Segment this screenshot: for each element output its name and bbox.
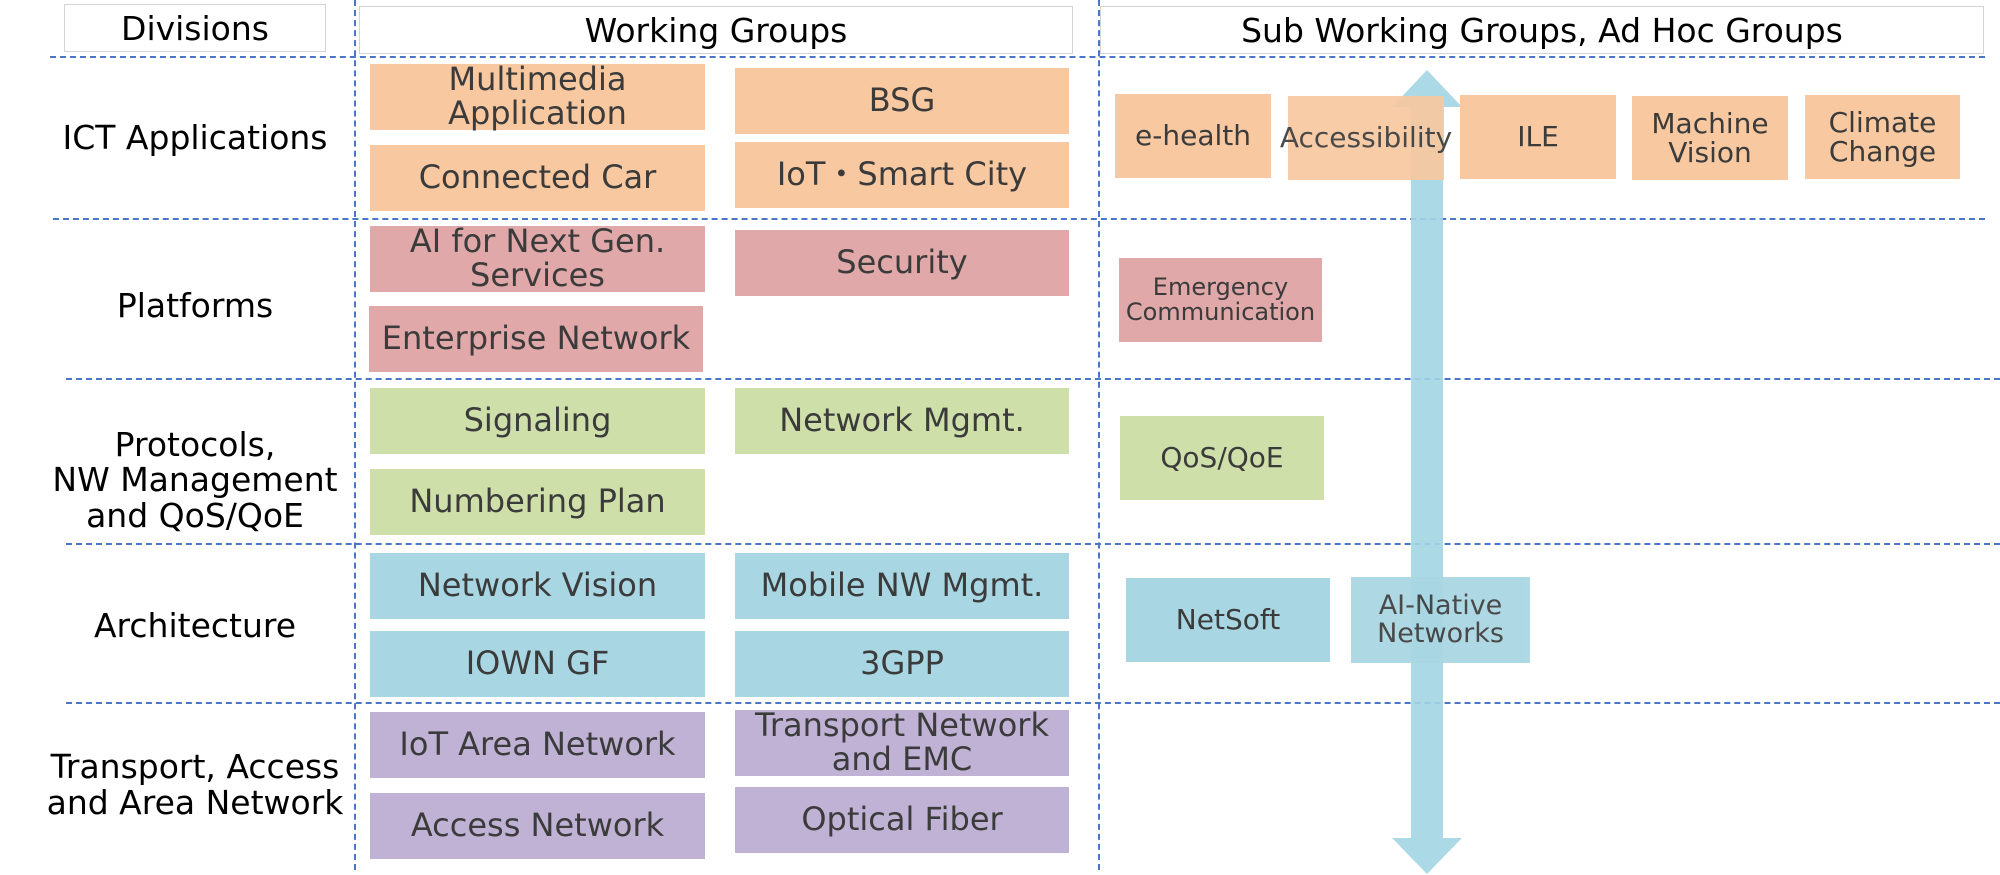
divider-divisions-wg [354, 0, 356, 870]
wg-box: Access Network [370, 793, 705, 859]
wg-box: Optical Fiber [735, 787, 1069, 853]
wg-box: IoT・Smart City [735, 142, 1069, 208]
wg-box: Mobile NW Mgmt. [735, 553, 1069, 619]
wg-box: Enterprise Network [369, 306, 703, 372]
divider-architecture-transport [66, 702, 2000, 704]
divider-protocols-architecture [66, 543, 2000, 545]
divisions-header: Divisions [64, 4, 326, 52]
wg-box: Network Vision [370, 553, 705, 619]
wg-box: Multimedia Application [370, 63, 705, 130]
wg-box: AI for Next Gen. Services [370, 225, 705, 292]
divider-ict-platforms [53, 218, 1985, 220]
subgroup-box: Climate Change [1805, 95, 1960, 179]
division-label-transport: Transport, Access and Area Network [46, 747, 344, 822]
wg-box: 3GPP [735, 631, 1069, 697]
wg-box: Network Mgmt. [735, 388, 1069, 454]
subgroup-box: NetSoft [1126, 578, 1330, 662]
divider-platforms-protocols [66, 378, 2000, 380]
wg-box: IOWN GF [370, 631, 705, 697]
wg-box: IoT Area Network [370, 712, 705, 778]
sub-groups-header: Sub Working Groups, Ad Hoc Groups [1100, 6, 1984, 54]
divider-wg-subgroups [1098, 0, 1100, 870]
subgroup-box: Emergency Communication [1119, 258, 1322, 342]
divider-header [50, 56, 1985, 58]
subgroup-box: ILE [1460, 95, 1616, 179]
wg-box: Security [735, 230, 1069, 296]
wg-box: Transport Network and EMC [735, 709, 1069, 776]
double-arrow-shape [1392, 70, 1462, 874]
subgroup-box: Accessibility [1280, 96, 1452, 180]
division-label-protocols: Protocols, NW Management and QoS/QoE [52, 424, 338, 535]
wg-box: Connected Car [370, 145, 705, 211]
division-label-ict: ICT Applications [62, 118, 328, 158]
division-label-architecture: Architecture [93, 606, 297, 646]
subgroup-box: AI-Native Networks [1351, 577, 1530, 663]
wg-box: Numbering Plan [370, 469, 705, 535]
division-label-platforms: Platforms [116, 286, 274, 326]
working-groups-header: Working Groups [359, 6, 1073, 54]
subgroup-box: e-health [1115, 94, 1271, 178]
wg-box: Signaling [370, 388, 705, 454]
subgroup-box: QoS/QoE [1120, 416, 1324, 500]
subgroup-box: Machine Vision [1632, 96, 1788, 180]
wg-box: BSG [735, 68, 1069, 134]
